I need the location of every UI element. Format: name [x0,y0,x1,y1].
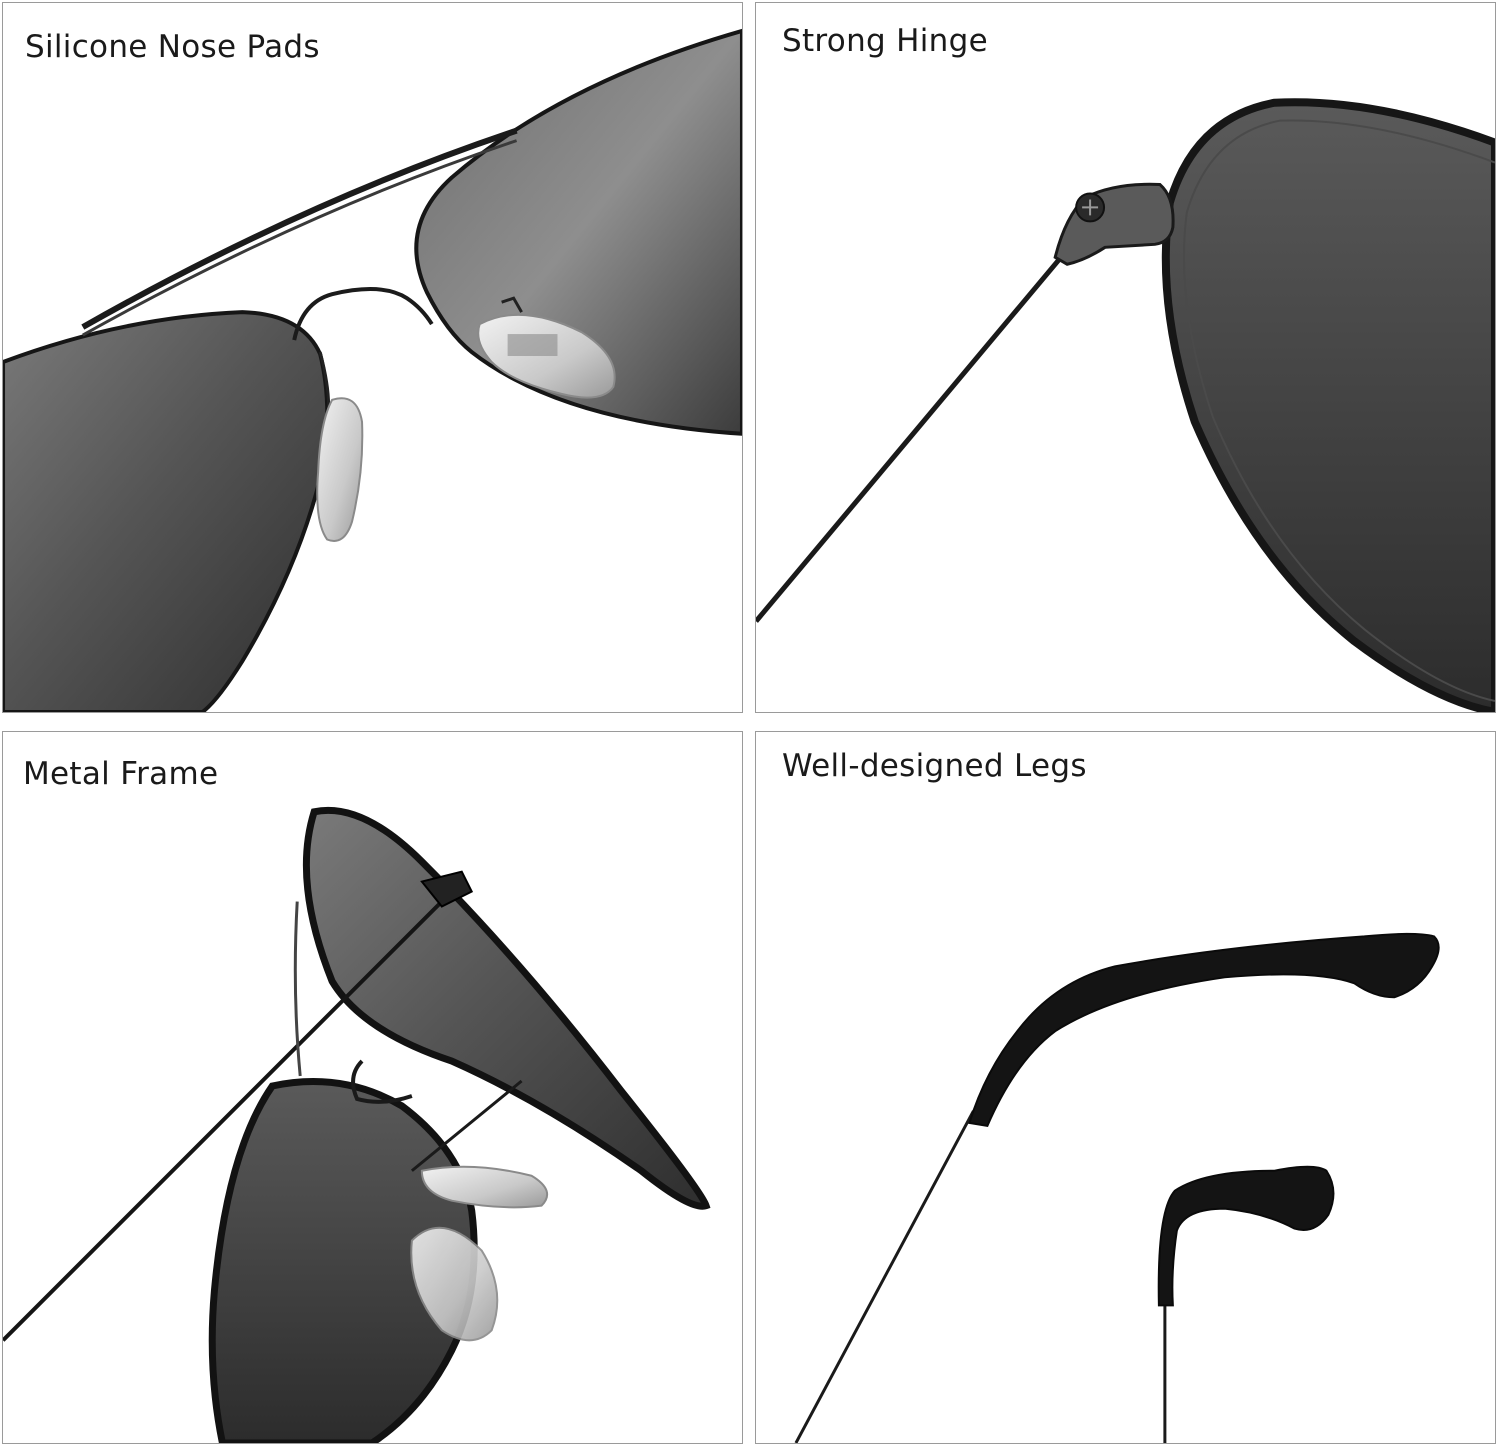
panel-well-designed-legs: Well-designed Legs [755,731,1496,1444]
caption-strong-hinge: Strong Hinge [782,23,988,59]
panel-strong-hinge: Strong Hinge [755,2,1496,713]
panel-metal-frame: Metal Frame [2,731,743,1444]
panel-silicone-nose-pads: Silicone Nose Pads [2,2,743,713]
sunglasses-legs-photo [794,932,1440,1443]
caption-metal-frame: Metal Frame [23,756,219,792]
sunglasses-nose-pads-photo [3,28,742,712]
sunglasses-metal-frame-photo [3,806,711,1443]
caption-well-designed-legs: Well-designed Legs [782,748,1087,784]
sunglasses-hinge-photo [756,98,1495,712]
caption-silicone-nose-pads: Silicone Nose Pads [25,29,320,65]
